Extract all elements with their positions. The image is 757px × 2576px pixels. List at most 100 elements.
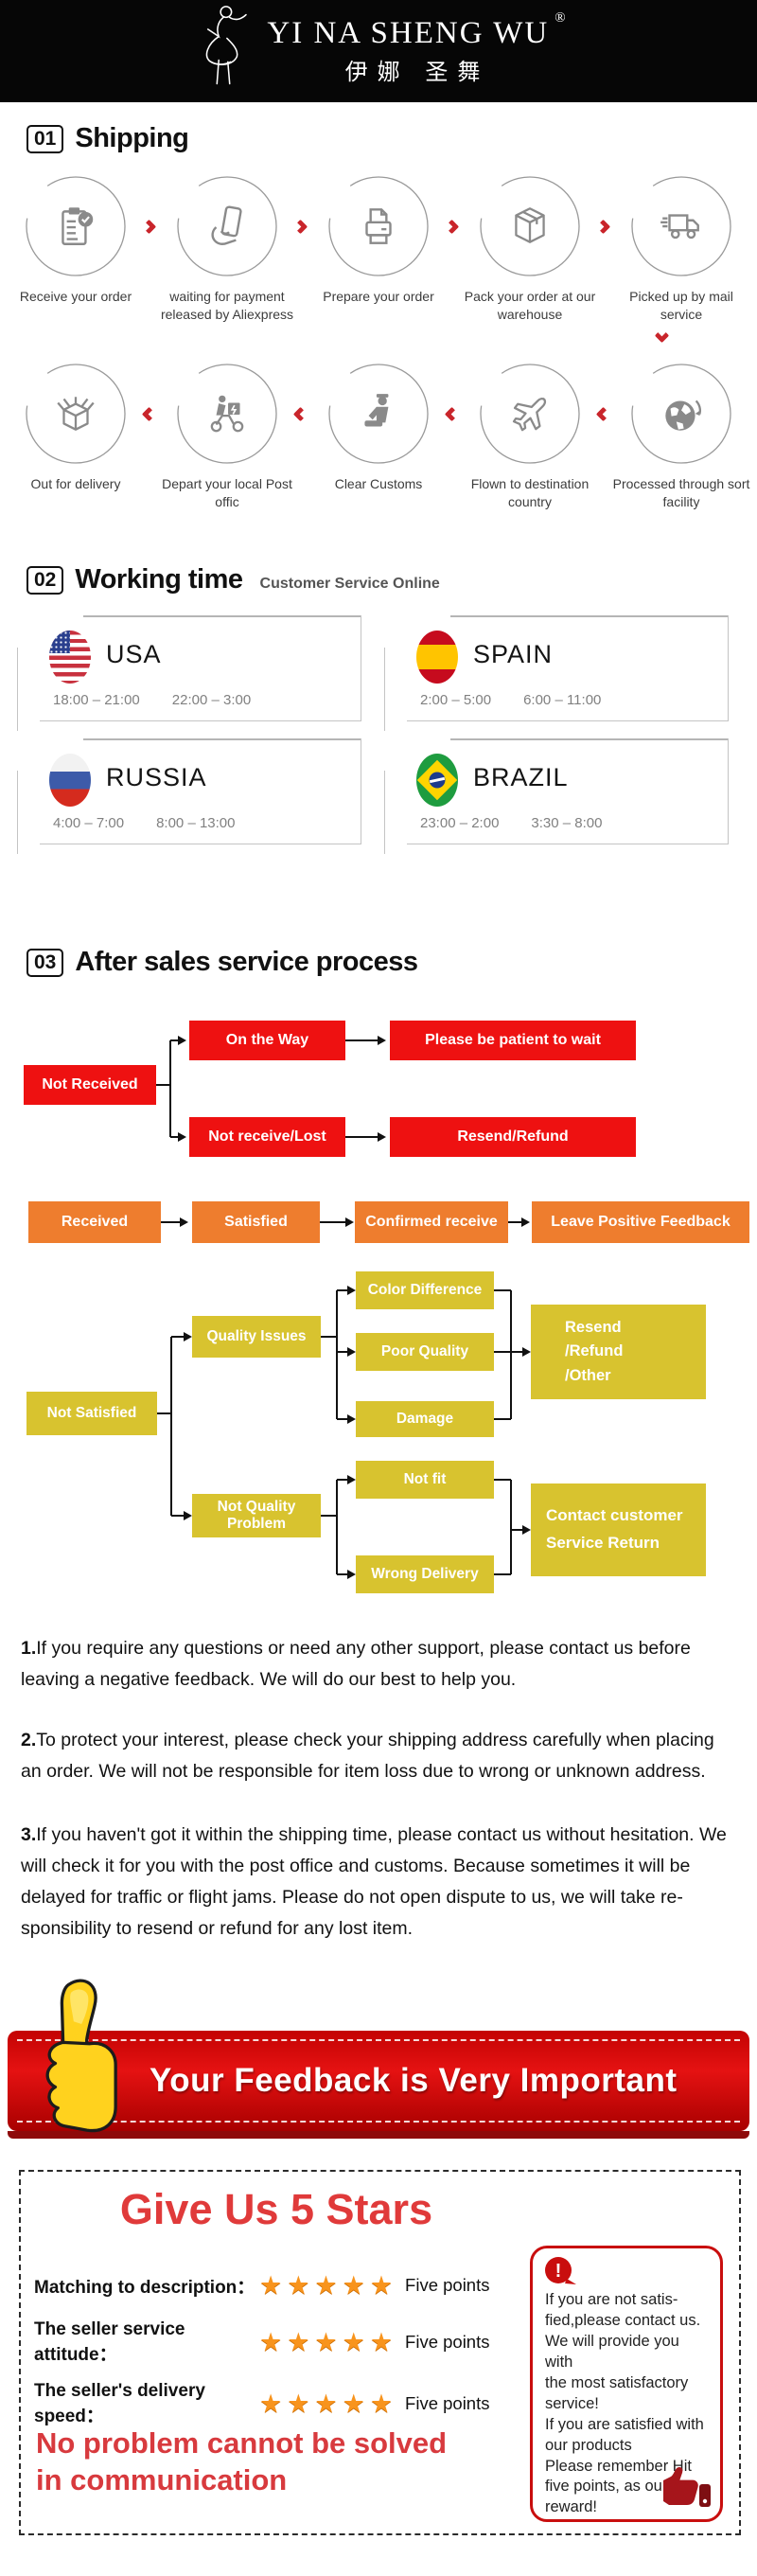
five-stars-title: Give Us 5 Stars: [119, 2185, 433, 2233]
time-range: 23:00 – 2:00: [420, 815, 500, 831]
plane-icon: [506, 390, 554, 442]
shipping-steps-row-1: Receive your order waiting for payment r…: [0, 174, 757, 330]
time-range: 2:00 – 5:00: [420, 692, 492, 708]
communication-slogan: No problem cannot be solved in communica…: [36, 2426, 448, 2496]
step-circle: [629, 174, 733, 283]
time-range: 8:00 – 13:00: [156, 815, 236, 831]
five-star-icons: ★★★★★: [259, 2270, 398, 2300]
banner-text: Your Feedback is Very Important: [150, 2062, 678, 2099]
arrow-left-icon: [292, 406, 308, 422]
arrow-left-icon: [444, 406, 460, 422]
section-number-badge: 03: [26, 948, 64, 977]
time-range: 22:00 – 3:00: [171, 692, 252, 708]
flowchart-not-received: Not Received On the Way Please be patien…: [0, 1018, 757, 1183]
banner-shadow-strip: [8, 2131, 749, 2139]
arrow-right-icon: [292, 219, 308, 235]
time-range: 3:30 – 8:00: [531, 815, 603, 831]
thumbs-up-icon: [26, 1977, 129, 2144]
section-after-sales-title: 03 After sales service process: [26, 947, 418, 978]
arrow-right-icon: [444, 219, 460, 235]
red-thumbs-up-icon: [656, 2458, 714, 2514]
note-paragraph-3: 3.If you haven't got it within the shipp…: [21, 1824, 727, 1939]
section-number-badge: 01: [26, 124, 64, 153]
prepare-order-icon: [355, 203, 402, 255]
out-for-delivery-icon: [52, 390, 99, 442]
section-working-time-title: 02 Working time Customer Service Online: [26, 564, 440, 595]
flow-box-not-quality-problem: Not Quality Problem: [192, 1494, 321, 1537]
brand-name-chinese: 伊娜 圣舞: [344, 60, 490, 85]
flow-box-color-difference: Color Difference: [356, 1271, 494, 1309]
dancer-logo-icon: [189, 4, 257, 99]
step-circle: [478, 362, 582, 471]
step-circle: [24, 362, 128, 471]
brand-header: YI NA SHENG WU® 伊娜 圣舞: [0, 0, 757, 102]
arrow-right-icon: [595, 219, 611, 235]
registered-mark: ®: [555, 10, 568, 26]
feedback-banner: Your Feedback is Very Important: [8, 2031, 749, 2131]
pack-order-icon: [506, 203, 554, 255]
flow-box-not-fit: Not fit: [356, 1461, 494, 1499]
post-office-scooter-icon: [203, 390, 251, 442]
flow-box-not-receive-lost: Not receive/Lost: [189, 1117, 345, 1157]
five-stars-panel: Give Us 5 Stars Matching to description：…: [19, 2170, 741, 2535]
working-time-card-russia: RUSSIA 4:00 – 7:00 8:00 – 13:00: [17, 738, 361, 854]
step-circle: [326, 362, 431, 471]
step-circle: [175, 174, 279, 283]
shipping-steps-row-2: Out for delivery Depart your local Post …: [0, 362, 757, 518]
flow-box-poor-quality: Poor Quality: [356, 1333, 494, 1371]
flowchart-received: Received Satisfied Confirmed receive Lea…: [0, 1200, 757, 1244]
tip-text: If you are not satis- fied,please contac…: [545, 2291, 704, 2516]
flow-box-confirmed-receive: Confirmed receive: [355, 1201, 508, 1243]
arrow-left-icon: [595, 406, 611, 422]
flowchart-not-satisfied: Color Difference Quality Issues Poor Qua…: [0, 1269, 757, 1609]
five-star-icons: ★★★★★: [259, 2327, 398, 2356]
exclamation-bubble-icon: !: [542, 2256, 580, 2295]
flow-box-satisfied: Satisfied: [192, 1201, 320, 1243]
flow-box-please-wait: Please be patient to wait: [390, 1021, 636, 1060]
step-circle: [24, 174, 128, 283]
mail-truck-icon: [658, 203, 705, 255]
payment-icon: [203, 203, 251, 255]
working-time-card-spain: SPAIN 2:00 – 5:00 6:00 – 11:00: [384, 615, 729, 731]
globe-icon: [658, 390, 705, 442]
rating-row-description: Matching to description： ★★★★★ Five poin…: [34, 2270, 490, 2300]
arrow-right-icon: [141, 219, 157, 235]
section-shipping-title: 01 Shipping: [26, 123, 189, 154]
flow-box-not-received: Not Received: [24, 1065, 156, 1105]
step-circle: [326, 174, 431, 283]
flow-box-quality-issues: Quality Issues: [192, 1316, 321, 1358]
country-name: SPAIN: [473, 640, 554, 668]
country-name: USA: [106, 640, 162, 668]
flow-box-on-the-way: On the Way: [189, 1021, 345, 1060]
flow-box-damage: Damage: [356, 1401, 494, 1437]
time-range: 6:00 – 11:00: [523, 692, 602, 708]
flow-box-received: Received: [28, 1201, 161, 1243]
receive-order-icon: [52, 203, 99, 255]
country-name: RUSSIA: [106, 763, 207, 791]
flow-box-contact-return: Contact customer Service Return: [531, 1483, 706, 1576]
flow-box-leave-feedback: Leave Positive Feedback: [532, 1201, 749, 1243]
step-circle: [478, 174, 582, 283]
time-range: 4:00 – 7:00: [53, 815, 125, 831]
brazil-flag-icon: [416, 754, 458, 807]
five-star-icons: ★★★★★: [259, 2389, 398, 2418]
usa-flag-icon: [49, 631, 91, 684]
flow-box-resend-refund-other: Resend /Refund /Other: [531, 1305, 706, 1399]
svg-text:!: !: [555, 2261, 562, 2282]
country-name: BRAZIL: [473, 763, 569, 791]
step-circle: [175, 362, 279, 471]
flow-box-not-satisfied: Not Satisfied: [26, 1392, 157, 1435]
brand-name: YI NA SHENG WU®: [267, 10, 568, 50]
satisfaction-tip-box: ! If you are not satis- fied,please cont…: [530, 2246, 723, 2522]
flow-box-wrong-delivery: Wrong Delivery: [356, 1555, 494, 1593]
rating-row-service-attitude: The seller service attitude： ★★★★★ Five …: [34, 2318, 490, 2365]
note-paragraph-2: 2.To protect your interest, please check…: [21, 1730, 714, 1782]
arrow-left-icon: [141, 406, 157, 422]
spain-flag-icon: [416, 631, 458, 684]
working-time-card-brazil: BRAZIL 23:00 – 2:00 3:30 – 8:00: [384, 738, 729, 854]
section-number-badge: 02: [26, 565, 64, 595]
note-paragraph-1: 1.If you require any questions or need a…: [21, 1638, 691, 1690]
arrow-down-icon: [654, 328, 670, 344]
